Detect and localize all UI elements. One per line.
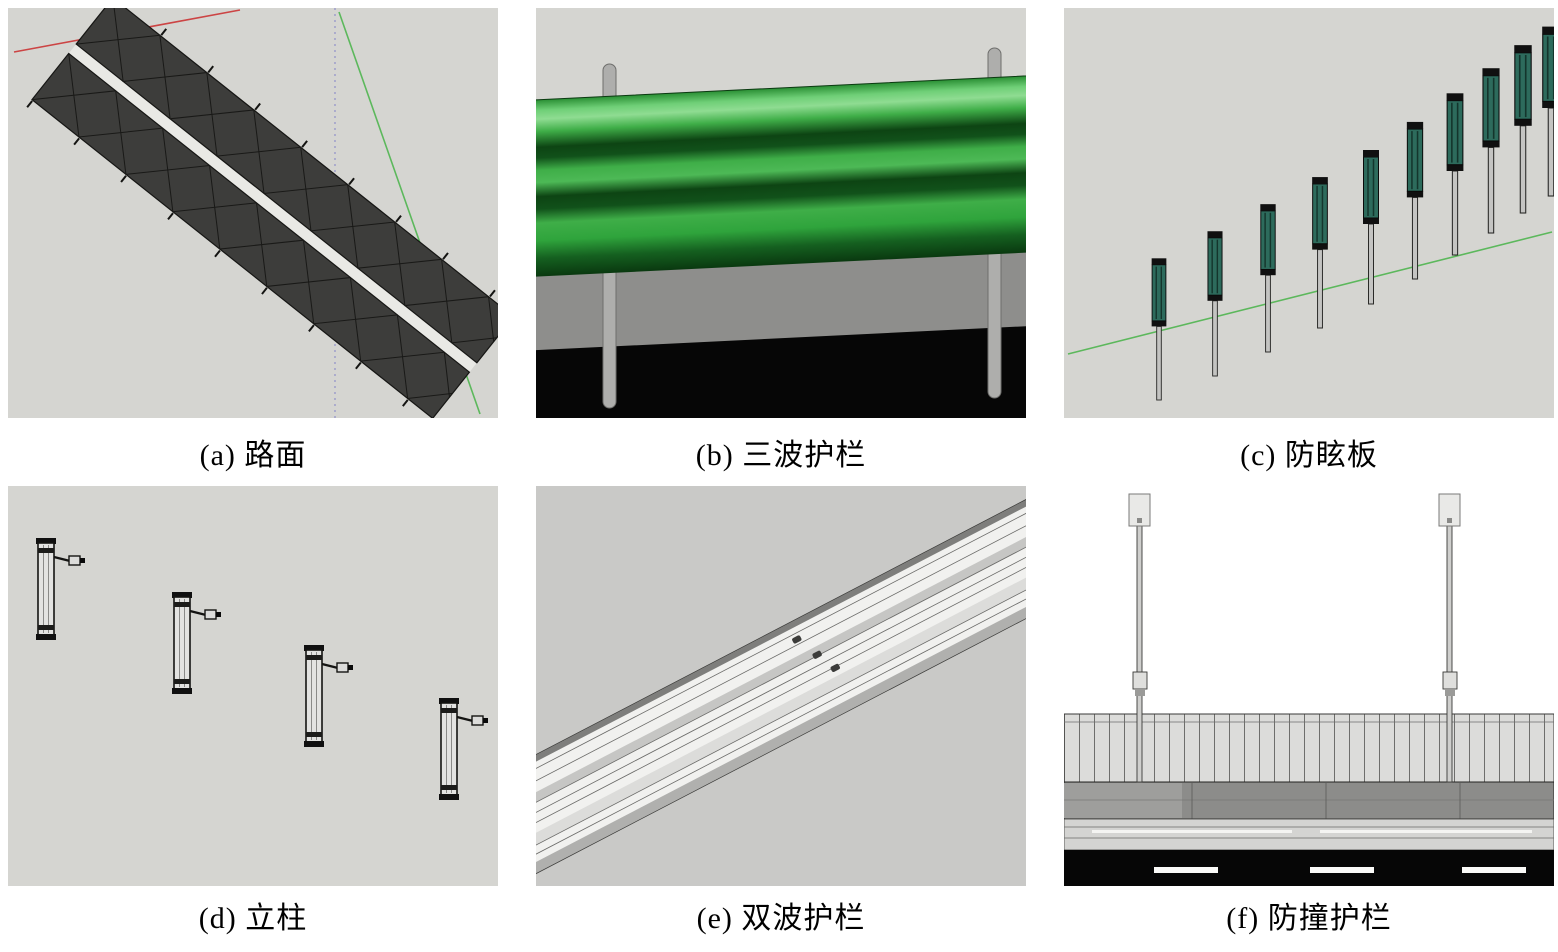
caption-b: (b) 三波护栏 bbox=[695, 439, 867, 472]
caption-d: (d) 立柱 bbox=[198, 902, 308, 935]
lamp-post-right bbox=[1438, 493, 1461, 783]
ground-band bbox=[536, 249, 1026, 354]
beam-bolts bbox=[792, 635, 840, 672]
panel-c: (c) 防眩板 bbox=[1064, 8, 1554, 486]
three-wave-beam bbox=[536, 74, 1026, 278]
beam-groove bbox=[536, 491, 1026, 851]
green-axis-line bbox=[1067, 231, 1553, 355]
junction-box bbox=[1132, 671, 1148, 690]
lamp-post-left bbox=[1128, 493, 1151, 783]
render-crash-barrier bbox=[1064, 486, 1554, 886]
viewport-background bbox=[1064, 8, 1554, 418]
lane-markings bbox=[1154, 867, 1526, 873]
carriageway-right bbox=[31, 52, 471, 418]
caption-f: (f) 防撞护栏 bbox=[1226, 902, 1392, 935]
junction-box bbox=[1442, 671, 1458, 690]
girder-highlight bbox=[1320, 830, 1532, 833]
beam-edge-lines bbox=[536, 486, 1026, 886]
beam-top-edge bbox=[536, 486, 1026, 819]
ground-layers bbox=[536, 249, 1026, 418]
render-posts bbox=[8, 486, 498, 886]
median-strip bbox=[68, 43, 478, 373]
render-three-wave-guardrail bbox=[536, 8, 1026, 418]
wireframe-bracing bbox=[31, 90, 453, 400]
render-road-surface bbox=[8, 8, 498, 418]
panel-a: (a) 路面 bbox=[8, 8, 498, 486]
panel-f: (f) 防撞护栏 bbox=[1064, 486, 1554, 944]
two-wave-beam bbox=[536, 486, 1026, 886]
parapet-segment bbox=[1064, 783, 1182, 818]
panel-d: (d) 立柱 bbox=[8, 486, 498, 944]
post-head-box bbox=[1438, 493, 1461, 527]
beam-bottom-edge bbox=[536, 546, 1026, 886]
road-deck bbox=[26, 8, 498, 418]
girder-band bbox=[1064, 818, 1554, 851]
wireframe-bracing bbox=[76, 34, 497, 344]
viewport-background bbox=[8, 486, 498, 886]
shadow-band bbox=[536, 323, 1026, 418]
post-head-box bbox=[1128, 493, 1151, 527]
render-anti-glare-boards bbox=[1064, 8, 1554, 418]
girder-highlight bbox=[1092, 830, 1292, 833]
railing-panel-band bbox=[1064, 713, 1554, 783]
render-two-wave-guardrail bbox=[536, 486, 1026, 886]
caption-c: (c) 防眩板 bbox=[1240, 439, 1378, 472]
caption-e: (e) 双波护栏 bbox=[696, 902, 866, 935]
carriageway-left bbox=[75, 8, 498, 364]
caption-a: (a) 路面 bbox=[199, 439, 307, 472]
w-beam-rail bbox=[536, 74, 1026, 278]
panel-b: (b) 三波护栏 bbox=[536, 8, 1026, 486]
panel-e: (e) 双波护栏 bbox=[536, 486, 1026, 944]
beam-groove bbox=[536, 523, 1026, 884]
